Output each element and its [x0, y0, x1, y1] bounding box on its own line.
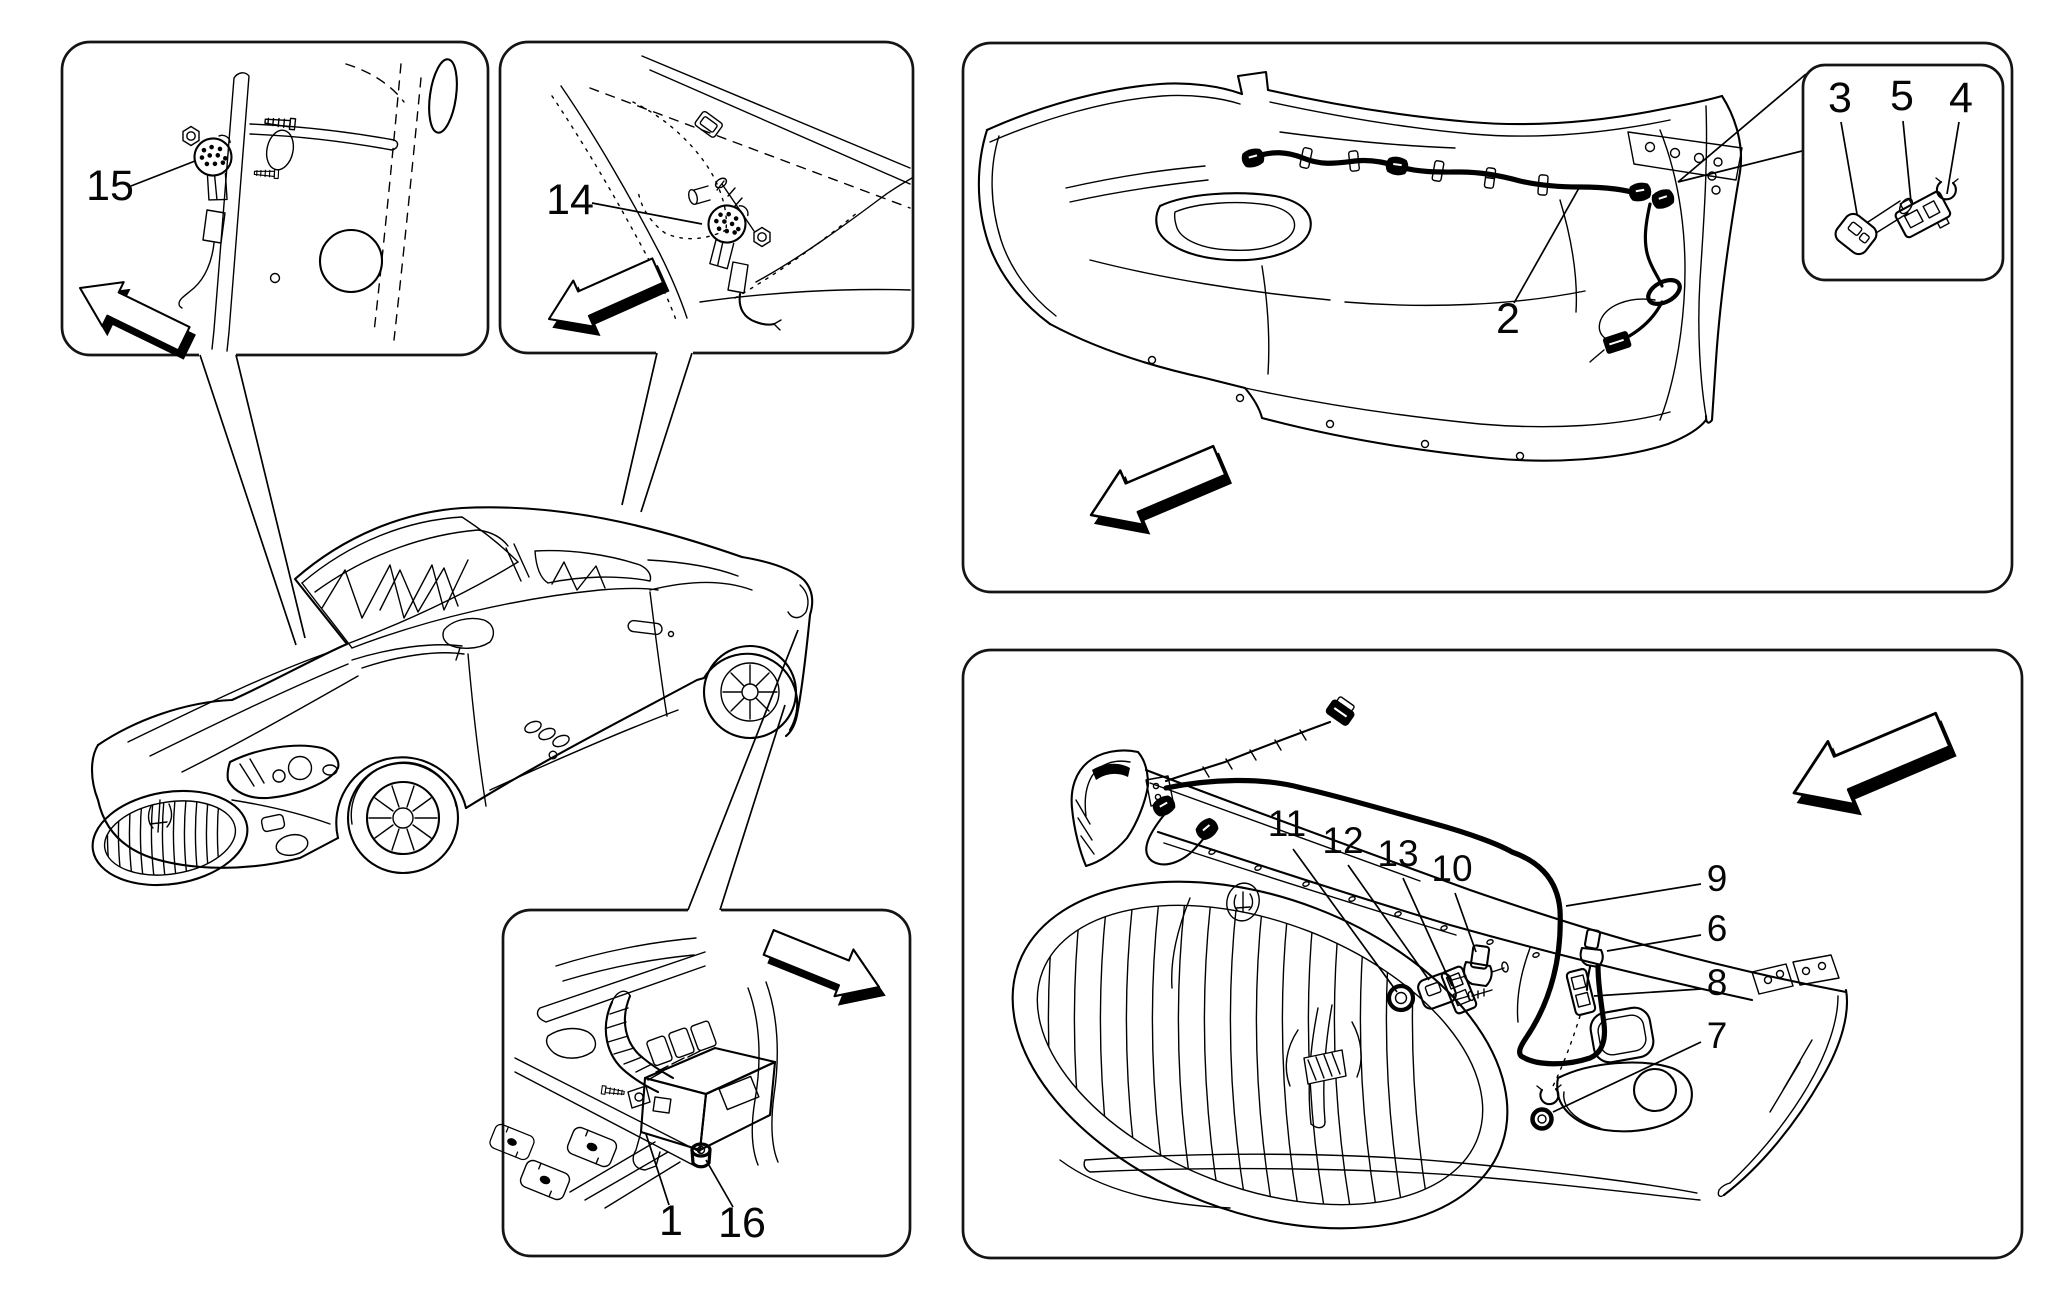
- car-grille: [91, 789, 249, 887]
- callout-funnel: [621, 352, 693, 513]
- elbow-connector: [1579, 928, 1604, 969]
- callout-nut-16: 16: [718, 1199, 766, 1247]
- callout-holder-8: 8: [1707, 962, 1728, 1003]
- panel-ecu: 1 16: [487, 629, 912, 1258]
- callout-elbow-6: 6: [1707, 908, 1728, 949]
- center-sensor-assembly: [1386, 944, 1509, 1015]
- sensor-holder: [1565, 968, 1597, 1016]
- buzzer-icon: [178, 133, 239, 309]
- harness-plug: [1325, 696, 1355, 726]
- panel-front-bumper: 11 12 13 10 9 6 8 7: [961, 648, 2024, 1260]
- callout-sensor-12: 12: [1322, 820, 1363, 861]
- callout-funnel: [199, 354, 306, 646]
- sensor-holder: [1440, 965, 1478, 1015]
- sensor-ring-icon: [1530, 1107, 1554, 1131]
- trident-badge: [147, 799, 173, 833]
- sensor-holder: [1894, 190, 1952, 239]
- callout-buzzer-14: 14: [546, 176, 594, 224]
- callout-ecu-1: 1: [659, 1197, 683, 1245]
- snap-ring-icon: [1935, 180, 1957, 201]
- callout-ring-11: 11: [1268, 803, 1306, 844]
- parking-control-unit: [600, 1046, 777, 1171]
- front-wheel: [346, 761, 460, 875]
- callout-sensor-3: 3: [1828, 74, 1852, 122]
- buzzer-icon: [700, 199, 782, 331]
- callout-ring-7: 7: [1707, 1015, 1728, 1056]
- headlight: [226, 744, 340, 800]
- rear-bumper-drawing: [977, 70, 1743, 462]
- ecu-harness: [604, 990, 717, 1094]
- sensor-ring-icon: [1386, 983, 1416, 1013]
- fixing-nut: [690, 1142, 712, 1169]
- callout-holder-5: 5: [1890, 72, 1914, 120]
- panel-dash-buzzer: 14: [498, 40, 915, 513]
- sensor-inset: 3 5 4: [1801, 63, 2005, 282]
- rear-wheel: [702, 644, 798, 740]
- callout-ring-4: 4: [1949, 74, 1973, 122]
- front-bumper-drawing: [1011, 749, 1849, 1241]
- dashboard-lines: [551, 55, 913, 321]
- callout-harness-2: 2: [1496, 295, 1520, 343]
- callout-harness-9: 9: [1707, 858, 1728, 899]
- callout-holder-13: 13: [1377, 833, 1418, 874]
- car-drawing: [90, 506, 814, 887]
- callout-funnel: [687, 629, 799, 911]
- callout-elbow-10: 10: [1431, 848, 1472, 889]
- parking-sensor-assembly: [1834, 177, 1959, 256]
- callout-buzzer-15: 15: [86, 162, 134, 210]
- snap-ring-icon: [1539, 1087, 1560, 1106]
- front-parking-sensor-harness: [1145, 696, 1608, 1067]
- panel-door-buzzer: 15: [60, 40, 490, 646]
- trident-badge: [1226, 882, 1260, 922]
- side-sensor-assembly: [1530, 928, 1604, 1131]
- panel-rear-bumper: 2 3 5 4: [961, 41, 2014, 594]
- grille-trident: [1285, 1004, 1362, 1129]
- rear-parking-sensor-harness: [1238, 145, 1682, 363]
- elbow-connector: [1462, 944, 1509, 988]
- harness-end-connector: [1602, 331, 1632, 354]
